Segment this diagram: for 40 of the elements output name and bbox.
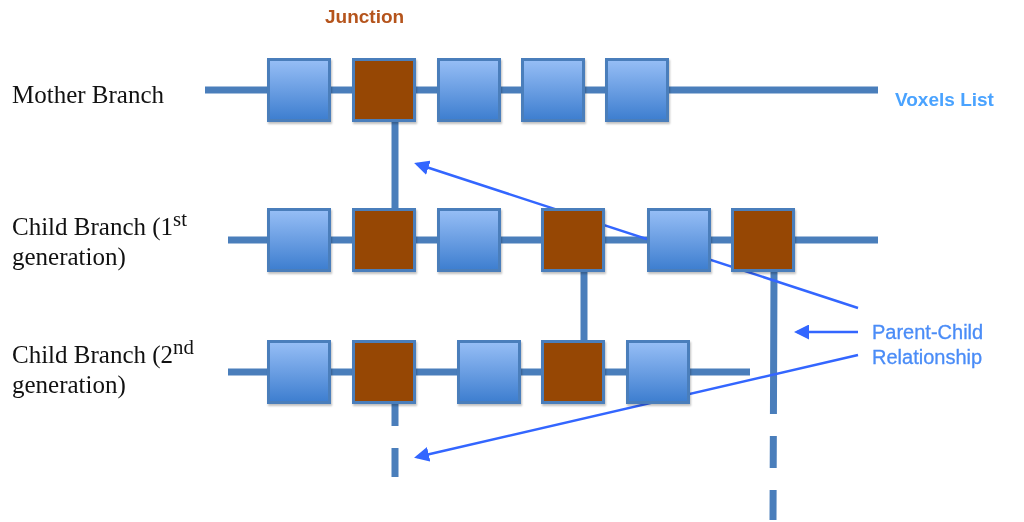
leader-arrow [414, 353, 859, 462]
junction-voxel-box [352, 58, 416, 122]
junction-voxel-box [352, 208, 416, 272]
branch-name: Child Branch (2$^{nd}$ generation) [12, 334, 194, 401]
junction-voxel-box [352, 340, 416, 404]
connector-line [605, 368, 626, 376]
connector-line [416, 368, 457, 376]
connector-line [416, 236, 437, 244]
junction-voxel-box [731, 208, 795, 272]
junction-voxel-box [541, 208, 605, 272]
voxel-box [267, 340, 331, 404]
connector-line [331, 86, 352, 94]
connector-line [331, 236, 352, 244]
voxel-box [626, 340, 690, 404]
voxel-box [267, 58, 331, 122]
connector-line [580, 272, 588, 340]
connector-line [501, 86, 521, 94]
connector-line [331, 368, 352, 376]
connector-line [605, 236, 647, 244]
voxel-box [521, 58, 585, 122]
list-label: Voxels List [895, 89, 994, 111]
connector-line [391, 122, 399, 208]
connector-line [416, 86, 437, 94]
leader-arrow [794, 324, 858, 340]
branch-name: Child Branch (1$^{st}$ generation) [12, 206, 188, 273]
junction-label: Junction [325, 6, 405, 28]
connector-line [769, 272, 778, 520]
callout-text: Parent-Child Relationship [872, 320, 1017, 370]
connector-line [711, 236, 731, 244]
voxel-box [457, 340, 521, 404]
voxel-box [605, 58, 669, 122]
voxel-box [437, 58, 501, 122]
connector-line [521, 368, 541, 376]
voxel-box [267, 208, 331, 272]
connector-line [501, 236, 541, 244]
voxel-box [437, 208, 501, 272]
connector-line [585, 86, 605, 94]
branch-name: Mother Branch [12, 80, 165, 110]
junction-voxel-box [541, 340, 605, 404]
voxel-box [647, 208, 711, 272]
